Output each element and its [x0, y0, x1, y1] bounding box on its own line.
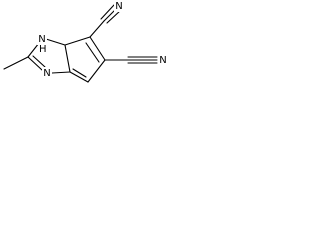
bond-c7-c7a-a	[69, 71, 89, 83]
chemical-structure-diagram: N H N N N	[3, 0, 168, 83]
bond-c2-n1-double-a	[27, 56, 43, 71]
bond-n1-c7a	[51, 71, 71, 74]
atom-n-top: N	[38, 34, 45, 45]
bond-c5-cn-top	[89, 20, 105, 38]
bond-nitrile-top-triple-b	[100, 4, 115, 20]
bond-c2-n1-double-b	[32, 55, 46, 68]
bond-c5-c6-a	[89, 36, 106, 61]
bond-c2-n3	[27, 42, 40, 58]
bond-c7-c7a-b	[72, 68, 87, 78]
atom-n-bottom: N	[43, 68, 50, 79]
atom-h-top: H	[39, 44, 47, 55]
atom-n-nitrile-top: N	[115, 1, 122, 12]
bond-n4-c7a	[64, 44, 71, 73]
atom-n-nitrile-right: N	[159, 55, 166, 66]
bond-methyl-c2	[3, 56, 29, 70]
bond-n4-c5	[64, 36, 91, 46]
bond-c6-c7	[87, 59, 106, 83]
bond-nitrile-top-triple-c	[106, 9, 122, 24]
bond-c5-c6-b	[85, 42, 100, 63]
bond-n3-n4	[45, 38, 66, 46]
